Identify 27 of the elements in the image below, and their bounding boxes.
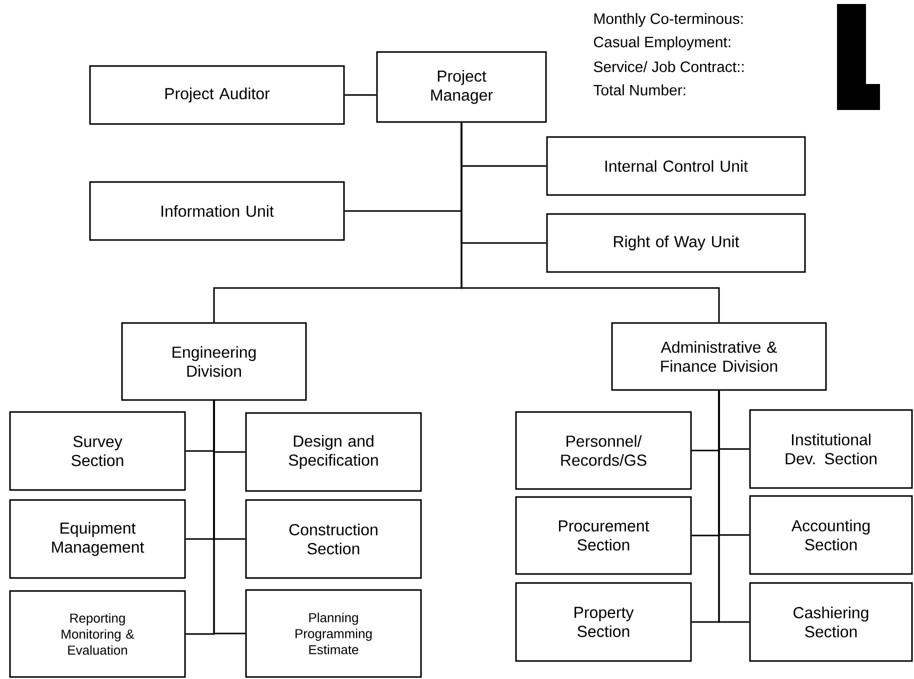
connector-line (460, 122, 720, 322)
connector-line (213, 400, 246, 634)
org-box: Construction Section (245, 499, 422, 579)
org-box: Administrative & Finance Division (611, 322, 827, 391)
org-box: Project Manager (376, 51, 547, 123)
org-box: Equipment Management (9, 499, 186, 579)
org-box: Internal Control Unit (546, 136, 806, 196)
connector-line (718, 390, 750, 623)
org-box: Right of Way Unit (546, 213, 806, 273)
org-box: Project Auditor (89, 65, 345, 125)
org-box: Engineering Division (121, 322, 307, 401)
note-text: Total Number: (594, 84, 686, 96)
org-box: Institutional Dev. Section (749, 409, 913, 489)
org-box: Survey Section (9, 411, 186, 491)
org-box: Information Unit (89, 181, 345, 241)
org-box: Property Section (515, 582, 692, 662)
note-text: Service/ Job Contract:: (594, 61, 744, 72)
org-box: Reporting Monitoring & Evaluation (9, 590, 186, 678)
org-box: Design and Specification (245, 412, 422, 492)
org-box: Personnel/ Records/GS (515, 411, 692, 490)
org-box: Procurement Section (515, 496, 692, 575)
org-box: Cashiering Section (749, 582, 913, 662)
org-box: Planning Programming Estimate (245, 589, 422, 678)
note-text: Monthly Co-terminous: (594, 13, 743, 27)
connector-line (344, 94, 376, 96)
org-box: Accounting Section (749, 495, 913, 575)
note-text: Casual Employment: (594, 36, 730, 50)
